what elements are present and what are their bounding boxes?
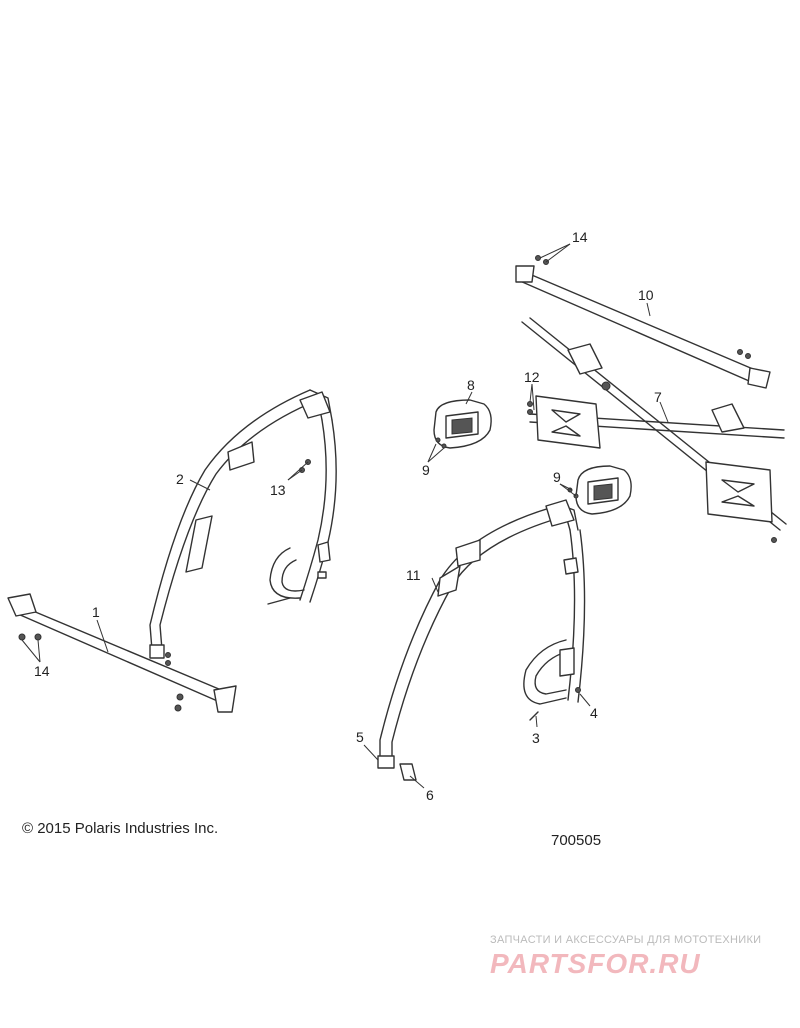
callout-4: 4 xyxy=(590,705,598,721)
part-8-lamp xyxy=(433,399,492,449)
leader-lines xyxy=(21,243,669,789)
callout-8: 8 xyxy=(467,377,475,393)
callout-5: 5 xyxy=(356,729,364,745)
callout-labels: 1 2 3 4 5 6 7 8 9 9 10 11 12 13 14 14 xyxy=(34,229,662,803)
diagram-id: 700505 xyxy=(551,832,602,849)
callout-14b: 14 xyxy=(34,663,50,679)
part-9-lamp xyxy=(567,465,632,515)
part-7-rear-brace xyxy=(521,317,787,543)
part-2-left-cage-section xyxy=(149,389,337,666)
callout-2: 2 xyxy=(176,471,184,487)
callout-14a: 14 xyxy=(572,229,588,245)
callout-9b: 9 xyxy=(553,469,561,485)
callout-10: 10 xyxy=(638,287,654,303)
callout-12: 12 xyxy=(524,369,540,385)
callout-11: 11 xyxy=(406,567,421,583)
watermark-caption: ЗАПЧАСТИ И АКСЕССУАРЫ ДЛЯ МОТОТЕХНИКИ xyxy=(490,934,762,946)
watermark-logo: PARTSFOR.RU xyxy=(490,948,701,979)
copyright-notice: © 2015 Polaris Industries Inc. xyxy=(22,820,219,837)
callout-7: 7 xyxy=(654,389,662,405)
callout-3: 3 xyxy=(532,730,540,746)
callout-9a: 9 xyxy=(422,462,430,478)
callout-13: 13 xyxy=(270,482,286,498)
part-1-front-cross-tube xyxy=(7,593,237,713)
part-11-right-cage-section xyxy=(377,499,586,781)
part-10-rear-upper-tube xyxy=(515,255,771,389)
callout-1: 1 xyxy=(92,604,100,620)
callout-6: 6 xyxy=(426,787,434,803)
